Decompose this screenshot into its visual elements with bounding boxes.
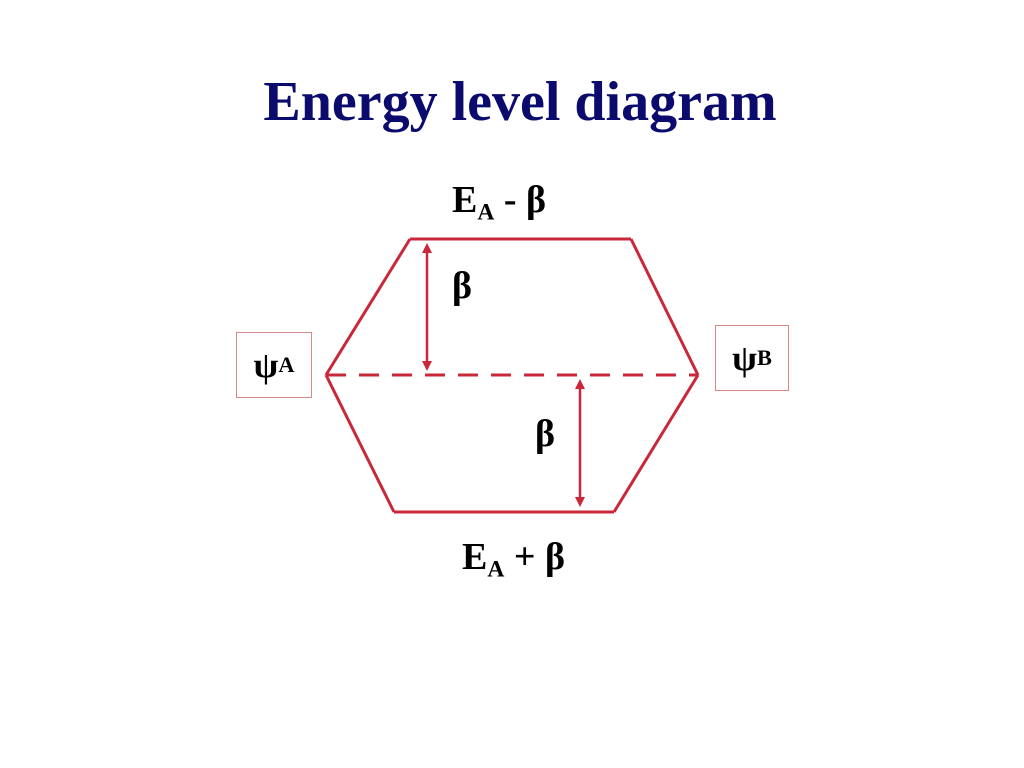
upper-level-symbol: E [452,179,478,221]
upper-level-subscript: A [477,199,495,226]
orbital-b-symbol: ψ [732,338,757,378]
left-lower-connector [324,374,396,513]
lower-level-symbol: E [462,536,488,578]
lower-level-label: EA + β [462,535,565,592]
upper-gap-label: β [452,265,473,307]
lower-level-subscript: A [487,556,505,583]
orbital-b-subscript: B [756,345,772,370]
page-title: Energy level diagram [263,71,777,133]
lower-level-operator: + [513,536,536,578]
lower-gap-label: β [535,413,556,455]
lower-level-term: β [545,536,566,578]
upper-level-term: β [526,179,547,221]
orbital-a-symbol: ψ [253,345,279,385]
right-lower-connector [612,374,700,513]
upper-level-label: EA - β [452,178,546,235]
orbital-a-subscript: A [278,352,295,377]
left-upper-connector [324,238,412,376]
upper-level-operator: - [503,179,517,221]
right-upper-connector [629,238,700,376]
